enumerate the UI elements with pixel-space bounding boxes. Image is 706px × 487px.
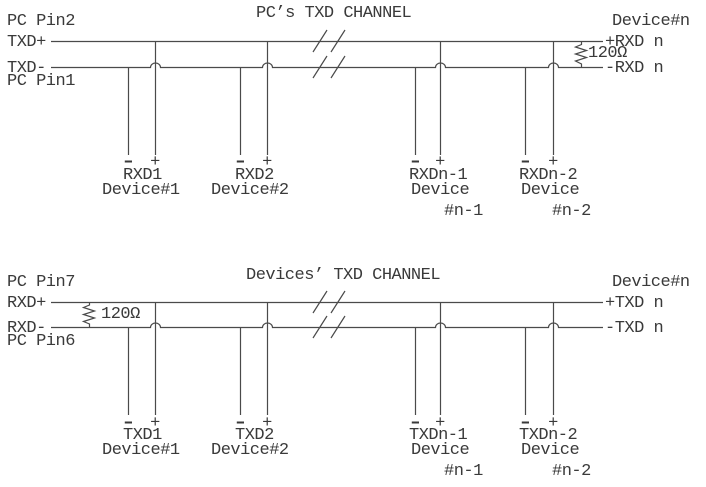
rxd-n-plus-label: +RXD n xyxy=(605,33,664,52)
termination-resistor-value: 120Ω xyxy=(101,305,140,324)
plus-terminal: + xyxy=(548,153,558,172)
drop-device-label2: #n-2 xyxy=(552,462,591,481)
termination-resistor-icon xyxy=(573,41,589,68)
device-n-label: Device#n xyxy=(612,12,690,31)
plus-terminal: + xyxy=(150,414,160,433)
channel1-wires xyxy=(51,29,603,155)
minus-terminal: - xyxy=(517,153,533,172)
drop-signal-label: TXD1 xyxy=(123,426,162,445)
drop-device-label: Device#1 xyxy=(102,441,180,460)
drop-device-label2: #n-1 xyxy=(444,462,483,481)
drop-device-label: Device xyxy=(411,441,470,460)
drop-device-label: Device#2 xyxy=(211,441,289,460)
plus-terminal: + xyxy=(548,414,558,433)
minus-terminal: - xyxy=(232,414,248,433)
minus-terminal: - xyxy=(232,153,248,172)
txd-minus-wire xyxy=(51,62,603,69)
plus-drop-wires xyxy=(154,302,555,415)
plus-terminal: + xyxy=(262,153,272,172)
channel1-title: PC’s TXD CHANNEL xyxy=(256,4,412,23)
plus-terminal: + xyxy=(262,414,272,433)
txd-plus-label: TXD+ xyxy=(7,33,46,52)
minus-terminal: - xyxy=(120,414,136,433)
plus-terminal: + xyxy=(435,414,445,433)
minus-terminal: - xyxy=(407,153,423,172)
channel2-wires xyxy=(51,290,603,415)
drop-device-label2: #n-1 xyxy=(444,202,483,221)
drop-device-label: Device#2 xyxy=(211,181,289,200)
rxd-minus-wire xyxy=(51,322,603,329)
break-mark-icon xyxy=(312,290,346,339)
rxd-minus-label: RXD- xyxy=(7,319,46,338)
minus-drop-wires xyxy=(127,327,527,415)
drop-signal-label: RXDn-1 xyxy=(409,166,468,185)
termination-resistor-value: 120Ω xyxy=(588,44,627,63)
txd-n-plus-label: +TXD n xyxy=(605,294,664,313)
drop-signal-label: RXDn-2 xyxy=(519,166,578,185)
drop-device-label: Device xyxy=(521,441,580,460)
drop-device-label: Device xyxy=(521,181,580,200)
break-mark-icon xyxy=(312,29,346,79)
drop-signal-label: TXDn-1 xyxy=(409,426,468,445)
pc-pin6-label: PC Pin6 xyxy=(7,332,75,351)
pc-pin1-label: PC Pin1 xyxy=(7,72,75,91)
plus-drop-wires xyxy=(154,41,555,155)
channel2-title: Devices’ TXD CHANNEL xyxy=(246,266,441,285)
drop-device-label: Device#1 xyxy=(102,181,180,200)
device-n-label: Device#n xyxy=(612,273,690,292)
txd-minus-label: TXD- xyxy=(7,59,46,78)
plus-terminal: + xyxy=(435,153,445,172)
drop-signal-label: RXD1 xyxy=(123,166,162,185)
rxd-n-minus-label: -RXD n xyxy=(605,59,664,78)
minus-drop-wires xyxy=(127,67,527,155)
drop-signal-label: TXDn-2 xyxy=(519,426,578,445)
pc-pin7-label: PC Pin7 xyxy=(7,273,75,292)
drop-signal-label: TXD2 xyxy=(235,426,274,445)
minus-terminal: - xyxy=(517,414,533,433)
drop-device-label: Device xyxy=(411,181,470,200)
plus-terminal: + xyxy=(150,153,160,172)
pc-pin2-label: PC Pin2 xyxy=(7,12,75,31)
rxd-plus-label: RXD+ xyxy=(7,294,46,313)
drop-device-label2: #n-2 xyxy=(552,202,591,221)
termination-resistor-icon xyxy=(81,302,97,328)
minus-terminal: - xyxy=(407,414,423,433)
txd-n-minus-label: -TXD n xyxy=(605,319,664,338)
minus-terminal: - xyxy=(120,153,136,172)
drop-signal-label: RXD2 xyxy=(235,166,274,185)
